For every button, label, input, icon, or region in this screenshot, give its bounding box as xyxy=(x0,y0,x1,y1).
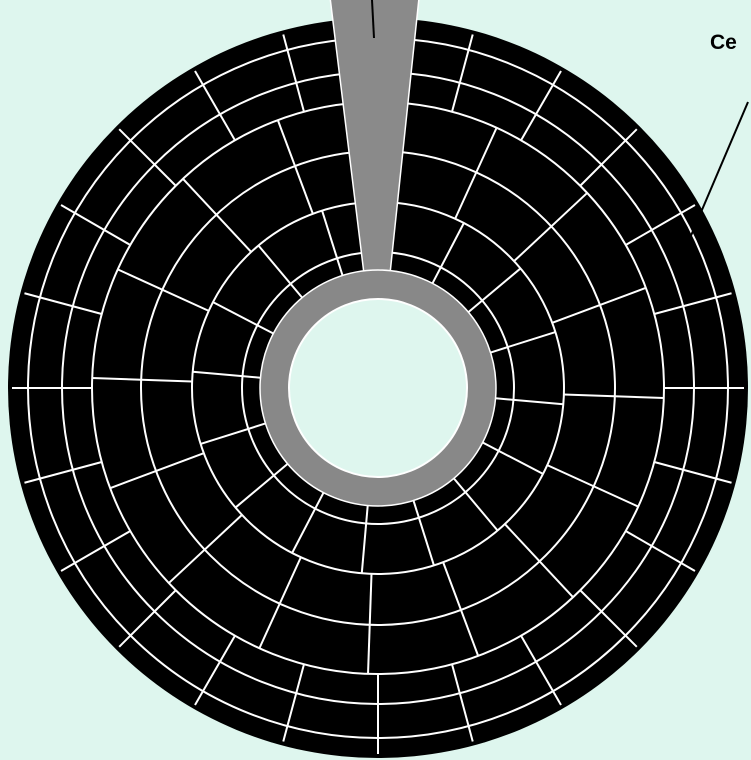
disk-platter-group xyxy=(8,0,748,758)
center-hole xyxy=(289,299,467,477)
callout-leader-line xyxy=(690,102,748,238)
callout-label: Ce xyxy=(710,32,737,53)
